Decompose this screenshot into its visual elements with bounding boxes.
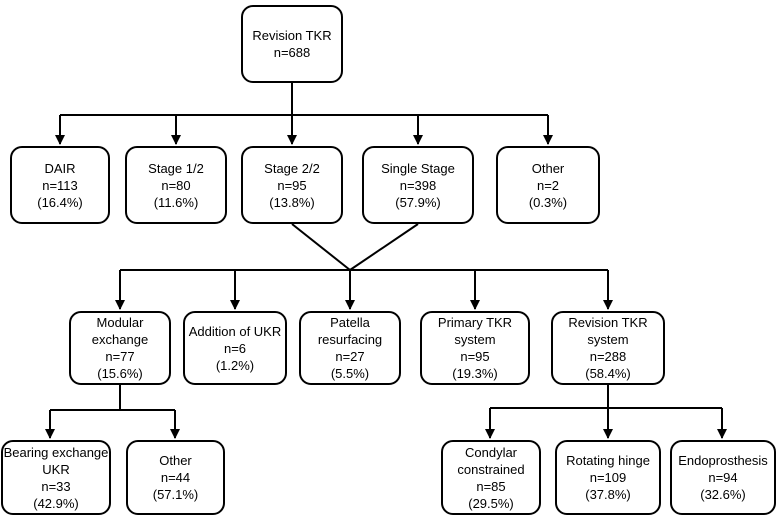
node-line: Modular: [96, 315, 144, 330]
node-line: n=109: [589, 470, 627, 485]
node-line: constrained: [457, 461, 525, 477]
node-line: Bearing exchange: [3, 444, 109, 460]
node-line: n=2: [536, 177, 560, 193]
node-line: Patella: [330, 315, 370, 330]
node-endoprosthesis: Endoprosthesis n=94 (32.6%): [670, 440, 776, 515]
node-line: Other: [159, 453, 192, 468]
node-line: n=288: [589, 349, 627, 364]
node-line: n=94: [708, 470, 738, 485]
node-other-modular: Other n=44 (57.1%): [126, 440, 225, 515]
node-line: Addition of UKR: [188, 323, 282, 339]
node-line: system: [454, 332, 496, 347]
node-line: Revision TKR: [568, 315, 648, 330]
node-line: Stage 2/2: [264, 160, 320, 176]
node-line: n=80: [161, 177, 191, 193]
node-line: n=688: [273, 45, 311, 60]
node-line: Revision TKR: [252, 28, 332, 43]
node-modular-exchange: Modular exchange n=77 (15.6%): [69, 311, 171, 385]
node-line: (29.5%): [468, 495, 514, 511]
node-other-level1: Other n=2 (0.3%): [496, 146, 600, 224]
node-line: (13.8%): [269, 194, 315, 210]
node-line: (57.9%): [395, 194, 441, 210]
node-stage-2-2: Stage 2/2 n=95 (13.8%): [241, 146, 343, 224]
node-line: (15.6%): [97, 366, 143, 381]
node-line: n=33: [41, 478, 71, 494]
node-line: n=44: [160, 470, 191, 485]
node-line: n=398: [399, 177, 437, 193]
node-bearing-exchange-ukr: Bearing exchange UKR n=33 (42.9%): [1, 440, 111, 515]
node-line: (58.4%): [585, 366, 631, 381]
node-condylar-constrained: Condylar constrained n=85 (29.5%): [441, 440, 541, 515]
node-rotating-hinge: Rotating hinge n=109 (37.8%): [555, 440, 661, 515]
node-line: (1.2%): [215, 357, 255, 373]
node-stage-1-2: Stage 1/2 n=80 (11.6%): [125, 146, 227, 224]
node-line: Rotating hinge: [566, 453, 650, 468]
node-line: n=95: [277, 177, 307, 193]
node-single-stage: Single Stage n=398 (57.9%): [362, 146, 474, 224]
node-line: (19.3%): [452, 366, 498, 381]
node-line: (11.6%): [153, 194, 199, 210]
node-line: n=85: [476, 478, 506, 494]
node-line: (37.8%): [585, 487, 631, 502]
node-line: exchange: [91, 332, 149, 347]
node-patella-resurfacing: Patella resurfacing n=27 (5.5%): [299, 311, 401, 385]
node-line: Other: [531, 160, 565, 176]
node-line: n=113: [42, 177, 78, 193]
node-line: n=95: [460, 349, 490, 364]
node-line: Endoprosthesis: [678, 453, 768, 468]
node-line: resurfacing: [317, 332, 383, 347]
node-addition-of-ukr: Addition of UKR n=6 (1.2%): [183, 311, 287, 385]
node-line: n=27: [335, 349, 365, 364]
node-line: Single Stage: [381, 160, 455, 176]
node-line: n=6: [223, 340, 247, 356]
node-line: (5.5%): [330, 366, 370, 381]
node-revision-tkr-root: Revision TKR n=688: [241, 5, 343, 83]
node-line: (0.3%): [528, 194, 568, 210]
node-line: UKR: [42, 461, 70, 477]
node-line: DAIR: [44, 160, 76, 176]
node-line: system: [587, 332, 629, 347]
node-revision-tkr-system: Revision TKR system n=288 (58.4%): [551, 311, 665, 385]
node-line: Condylar: [464, 444, 518, 460]
node-line: (42.9%): [33, 495, 79, 511]
node-line: (57.1%): [152, 487, 199, 502]
node-dair: DAIR n=113 (16.4%): [10, 146, 110, 224]
node-primary-tkr-system: Primary TKR system n=95 (19.3%): [420, 311, 530, 385]
node-line: (16.4%): [37, 194, 83, 210]
node-line: (32.6%): [700, 487, 746, 502]
node-line: Stage 1/2: [148, 160, 204, 176]
node-line: Primary TKR: [437, 315, 513, 330]
node-line: n=77: [105, 349, 135, 364]
